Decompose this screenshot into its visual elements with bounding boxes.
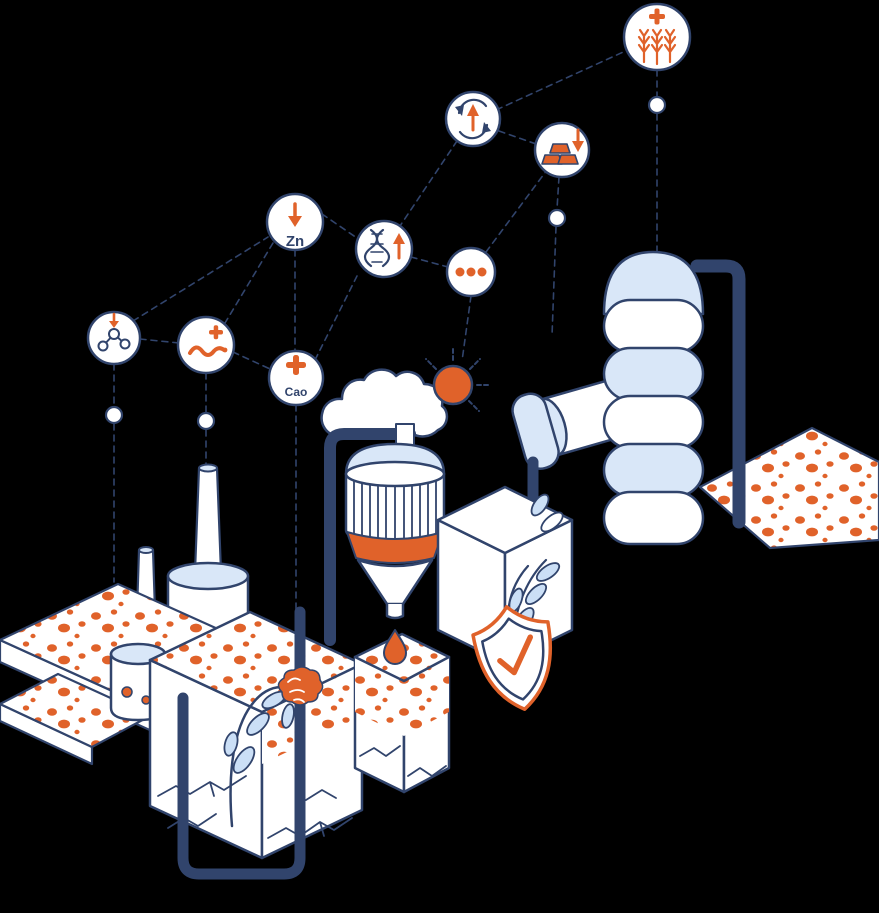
soil-cracks: [157, 775, 353, 839]
connector-line: [495, 47, 633, 111]
exhaust-pipe-right: [690, 259, 746, 529]
contaminated-soil: [262, 664, 362, 764]
three-dots-icon: [455, 267, 487, 277]
worm-plus-icon: [188, 325, 228, 357]
leaf: [524, 582, 548, 606]
connector-line: [314, 271, 360, 361]
funnel-rim: [344, 460, 446, 488]
node-molecule-decrease: [86, 310, 142, 366]
sun-rays: [425, 345, 492, 412]
leaf-sprig: [506, 493, 564, 650]
node-circle: [267, 349, 325, 407]
leaf: [232, 746, 256, 774]
check-icon: [497, 634, 534, 676]
silo-ring: [602, 394, 705, 450]
connector-line: [461, 295, 472, 362]
shield-inner: [481, 617, 545, 701]
silo-ring: [602, 442, 705, 498]
silo-ring: [602, 346, 705, 402]
connector-line: [399, 140, 458, 227]
plant-frame-pipe: [177, 606, 306, 880]
calcium-label: Cao: [285, 385, 308, 399]
connector-line: [139, 338, 180, 344]
plus-icon: [286, 355, 306, 375]
node-circle: [176, 315, 236, 375]
node-worm-increase: [176, 315, 236, 375]
coral-blob-lines: [287, 677, 305, 703]
wheat-icon: [637, 28, 677, 66]
wilted-plant: [223, 666, 324, 828]
protection-shield: [471, 605, 552, 711]
sun: [425, 345, 492, 412]
gold-ingots-down-arrow-icon: [541, 128, 584, 165]
recycle-up-arrow-icon: [455, 98, 491, 140]
connector-line: [551, 226, 557, 337]
silo-ring: [602, 490, 705, 546]
connector-dot: [196, 411, 216, 431]
leaf: [246, 712, 270, 736]
connector-line: [232, 351, 271, 370]
node-zinc-decrease: Zn: [265, 192, 325, 252]
cylinder-collar: [511, 392, 560, 470]
molecule-down-arrow-icon: [97, 312, 131, 352]
contaminated-soil: [355, 657, 404, 736]
down-arrow-icon: [288, 202, 302, 227]
soil-cube-center: [353, 632, 451, 794]
funnel-spout: [385, 602, 405, 620]
sun-disc: [432, 364, 474, 406]
silo-tower: [602, 250, 705, 546]
main-pipe: [324, 428, 416, 646]
coral-blob: [277, 666, 324, 706]
hopper-funnel: [344, 423, 446, 620]
cloud-shape: [320, 368, 449, 438]
plant-stem: [229, 685, 290, 828]
node-dna-increase: [354, 219, 414, 279]
contaminated-soil: [698, 426, 879, 550]
leaf: [535, 562, 561, 582]
connector-line: [410, 256, 449, 268]
soil-mound-right: [698, 426, 879, 550]
silo-ring: [602, 298, 705, 354]
water-droplet: [383, 629, 407, 665]
connector-line: [485, 169, 548, 253]
connector-line: [224, 242, 274, 324]
growth-block: [436, 485, 574, 665]
node-gold-decrease: [533, 121, 591, 179]
connector-dot: [104, 405, 124, 425]
connector-dot: [647, 95, 667, 115]
node-wheat-increase: [622, 2, 692, 72]
shield-outline: [471, 605, 552, 711]
node-ellipsis: [445, 246, 497, 298]
zinc-label: Zn: [286, 233, 304, 250]
chimney-base-top: [166, 561, 250, 591]
connector-line: [132, 236, 269, 322]
dna-up-arrow-icon: [363, 228, 405, 268]
node-cycle-increase: [444, 90, 502, 148]
cloud: [320, 368, 449, 438]
tank-porthole: [121, 686, 133, 698]
chimney-stack: [193, 466, 223, 574]
chimney-top: [138, 546, 154, 554]
funnel-cone: [356, 558, 434, 606]
contaminated-soil: [404, 657, 449, 736]
connection-network: [113, 47, 658, 613]
drooping-leaf: [281, 703, 295, 729]
funnel-drum-ribs: [353, 475, 437, 543]
chimney-top: [198, 463, 218, 473]
plus-icon: [649, 8, 665, 25]
leaf: [223, 731, 239, 757]
connector-dot: [547, 208, 567, 228]
connector-dots: [104, 95, 667, 431]
silo-dome: [602, 250, 705, 316]
leaf: [530, 493, 550, 517]
soil-cracks: [359, 745, 447, 777]
connector-line: [498, 130, 537, 145]
connector-line: [556, 176, 560, 210]
connector-line: [321, 213, 358, 239]
leaf: [540, 511, 564, 533]
node-calcium-increase: Cao: [267, 349, 325, 407]
